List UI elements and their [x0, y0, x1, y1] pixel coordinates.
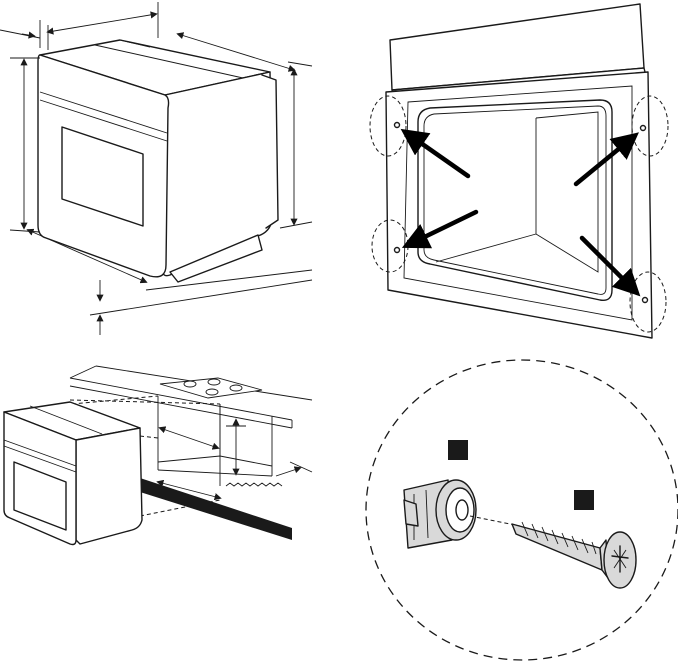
oven-dimensions-figure — [0, 2, 312, 335]
oven-front-frame-figure — [370, 4, 668, 338]
callout-a-box — [448, 440, 468, 460]
fixing-parts-figure — [366, 360, 678, 660]
oven-installation-figure — [4, 366, 312, 545]
callout-b-box — [574, 490, 594, 510]
wall-plug-part — [404, 480, 476, 548]
screw-part — [512, 522, 636, 588]
cabinet-base-rail — [140, 478, 292, 540]
